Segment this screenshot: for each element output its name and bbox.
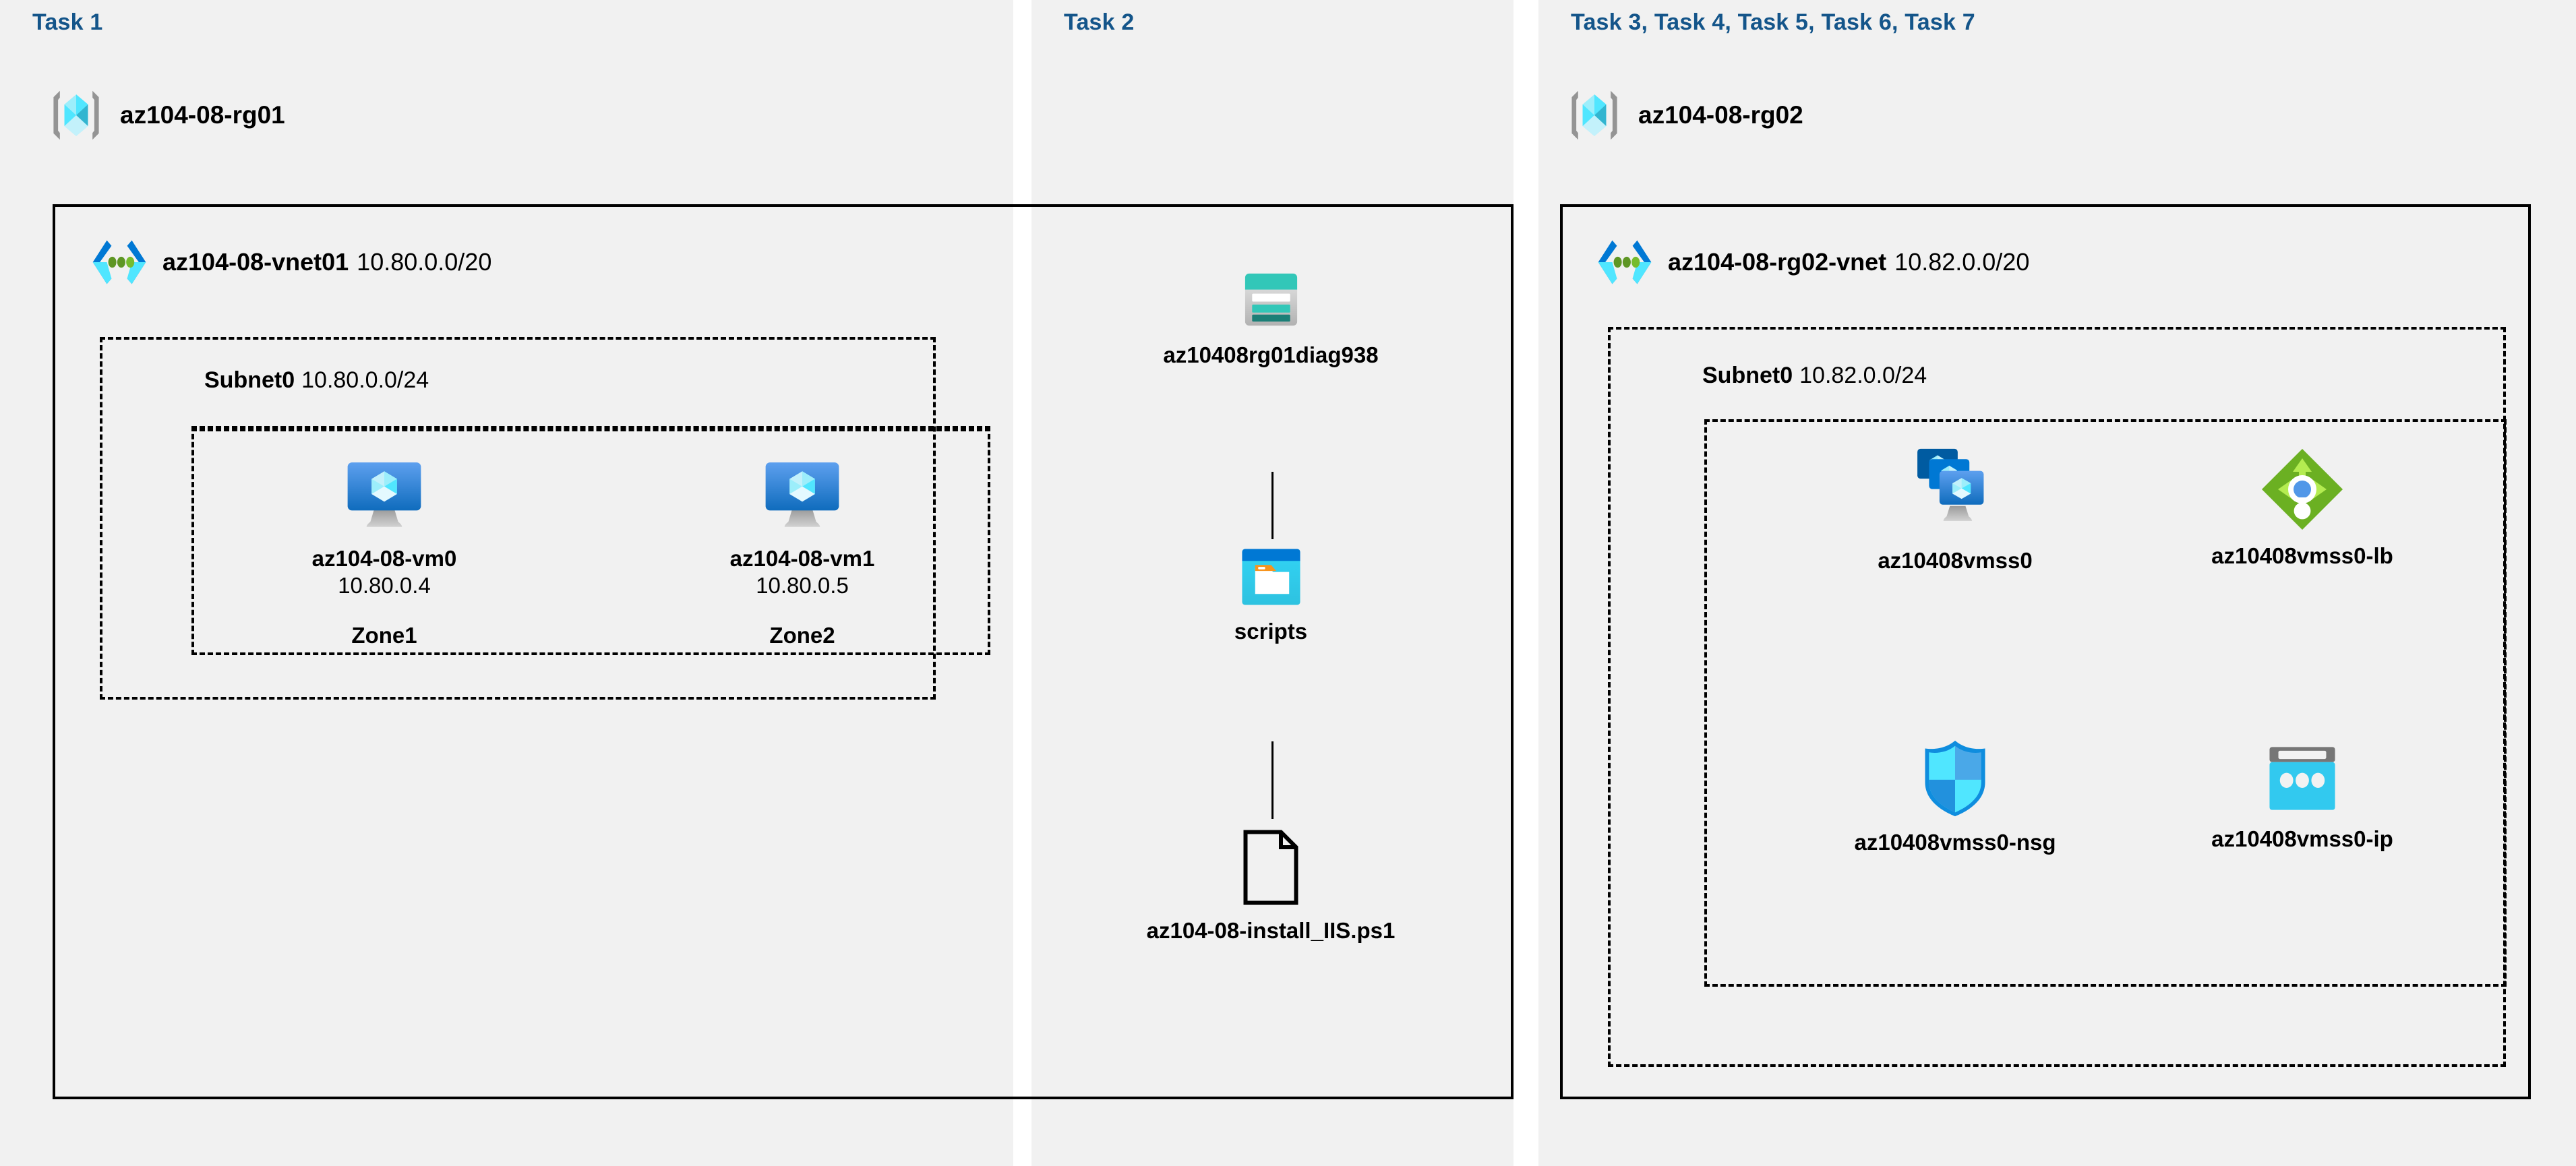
public-ip-address-icon bbox=[2265, 741, 2340, 816]
load-balancer-name: az10408vmss0-lb bbox=[2211, 543, 2393, 568]
vnet-box-az104-08-rg02-vnet bbox=[1560, 204, 2531, 1099]
storage-account-icon bbox=[1239, 268, 1303, 332]
public-ip-name: az10408vmss0-ip bbox=[2211, 826, 2393, 851]
public-ip-node-az10408vmss0-ip[interactable]: az10408vmss0-ip bbox=[2167, 741, 2437, 852]
panel-task3-7 bbox=[1538, 0, 2576, 1166]
vnet-name: az104-08-rg02-vnet bbox=[1668, 248, 1887, 276]
file-icon bbox=[1240, 828, 1301, 907]
nsg-node-az10408vmss0-nsg[interactable]: az10408vmss0-nsg bbox=[1820, 738, 2090, 855]
connector-storage-to-scripts bbox=[1271, 472, 1274, 539]
vnet-name: az104-08-vnet01 bbox=[162, 248, 349, 276]
vm-zone: Zone2 bbox=[769, 623, 835, 648]
panel-gutter-1c bbox=[1013, 1099, 1031, 1166]
blob-container-icon bbox=[1239, 546, 1303, 608]
script-file-name: az104-08-install_IIS.ps1 bbox=[1146, 918, 1396, 943]
panel-gutter-1 bbox=[1013, 0, 1031, 204]
availability-zones-box bbox=[191, 426, 990, 655]
task-title-3-7: Task 3, Task 4, Task 5, Task 6, Task 7 bbox=[1571, 9, 1975, 35]
vm-zone: Zone1 bbox=[351, 623, 417, 648]
task-title-2: Task 2 bbox=[1064, 9, 1135, 35]
virtual-machine-icon bbox=[344, 453, 425, 535]
vnet-header-az104-08-vnet01: az104-08-vnet01 10.80.0.0/20 bbox=[91, 237, 491, 287]
subnet-cidr: 10.80.0.0/24 bbox=[301, 367, 429, 393]
subnet-box-task1-subnet0 bbox=[100, 337, 936, 700]
connector-scripts-to-file bbox=[1271, 741, 1274, 819]
vm-name: az104-08-vm1 bbox=[729, 546, 875, 571]
vm-ip: 10.80.0.4 bbox=[338, 573, 431, 598]
resource-group-az104-08-rg01: az104-08-rg01 bbox=[47, 86, 285, 144]
load-balancer-icon bbox=[2259, 446, 2345, 532]
vm-node-az104-08-vm1[interactable]: az104-08-vm1 10.80.0.5 Zone2 bbox=[701, 453, 903, 648]
vnet-cidr: 10.80.0.0/20 bbox=[357, 248, 492, 276]
resources-box-task3 bbox=[1704, 419, 2507, 987]
panel-gutter-1b bbox=[1013, 210, 1031, 1094]
nsg-name: az10408vmss0-nsg bbox=[1854, 830, 2056, 855]
virtual-network-icon bbox=[1596, 237, 1653, 287]
subnet-name: Subnet0 bbox=[1702, 363, 1793, 388]
blob-container-name: scripts bbox=[1234, 619, 1308, 644]
storage-account-node[interactable]: az10408rg01diag938 bbox=[1122, 268, 1419, 368]
resource-group-label: az104-08-rg02 bbox=[1638, 101, 1803, 129]
resource-group-icon bbox=[1565, 86, 1623, 144]
subnet-name: Subnet0 bbox=[204, 367, 295, 393]
resource-group-az104-08-rg02: az104-08-rg02 bbox=[1565, 86, 1803, 144]
network-security-group-icon bbox=[1918, 738, 1992, 819]
virtual-machine-icon bbox=[762, 453, 843, 535]
vm-scale-set-icon bbox=[1908, 446, 2002, 537]
resource-group-label: az104-08-rg01 bbox=[120, 101, 285, 129]
script-file-node[interactable]: az104-08-install_IIS.ps1 bbox=[1092, 828, 1449, 944]
vnet-box-az104-08-vnet01 bbox=[53, 204, 1514, 1099]
blob-container-node[interactable]: scripts bbox=[1122, 546, 1419, 644]
vmss-name: az10408vmss0 bbox=[1878, 548, 2033, 573]
resource-group-icon bbox=[47, 86, 105, 144]
task-title-1: Task 1 bbox=[32, 9, 103, 35]
vnet-cidr: 10.82.0.0/20 bbox=[1894, 248, 2030, 276]
vmss-node-az10408vmss0[interactable]: az10408vmss0 bbox=[1820, 446, 2090, 574]
vm-name: az104-08-vm0 bbox=[311, 546, 457, 571]
virtual-network-icon bbox=[91, 237, 148, 287]
vm-ip: 10.80.0.5 bbox=[756, 573, 849, 598]
subnet-cidr: 10.82.0.0/24 bbox=[1799, 363, 1927, 388]
panel-gutter-2 bbox=[1514, 0, 1538, 1166]
vm-node-az104-08-vm0[interactable]: az104-08-vm0 10.80.0.4 Zone1 bbox=[283, 453, 485, 648]
storage-account-name: az10408rg01diag938 bbox=[1163, 342, 1379, 367]
load-balancer-node-az10408vmss0-lb[interactable]: az10408vmss0-lb bbox=[2167, 446, 2437, 569]
panel-task1 bbox=[0, 0, 1013, 1166]
